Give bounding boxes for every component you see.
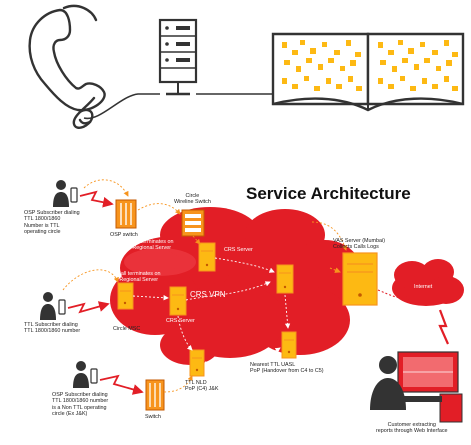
label-circle-wireline-switch: Circle Wireline Switch — [174, 193, 211, 206]
server-tower-icon — [117, 282, 134, 310]
diagram-title: Service Architecture — [246, 184, 411, 203]
server-tower-icon — [276, 264, 294, 294]
user1-to-switch-bolt — [79, 190, 114, 208]
label-call-terminates-regional-2: Call terminates on Regional Server — [117, 271, 161, 284]
label-ttl-subscriber: TTL Subscriber dialing TTL 1800/1860 num… — [24, 322, 81, 335]
label-ttl-nld: TTL NLD PoP (C4) J&K — [185, 380, 219, 393]
dashed-connectors — [62, 179, 348, 393]
user-with-phone-icon — [73, 361, 98, 388]
label-customer-reports: Customer extracting reports through Web … — [376, 422, 448, 435]
label-nearest-pop: Nearest TTL UASL PoP (Handover from C4 t… — [250, 362, 324, 375]
crs-vpn-cloud — [110, 207, 363, 365]
server-tower-icon — [198, 242, 216, 272]
label-switch: Switch — [145, 414, 161, 420]
top-connector-line — [83, 93, 160, 120]
crs-vpn-label: CRS VPN — [190, 290, 226, 299]
label-osp-switch: OSP switch — [110, 232, 138, 238]
open-book-icon — [271, 32, 465, 112]
cloud-flow-arrows — [132, 257, 291, 364]
internet-cloud-icon — [392, 259, 464, 306]
label-internet: Internet — [414, 284, 433, 290]
cloud-to-vas-arrow — [329, 267, 341, 273]
user-with-phone-icon — [40, 292, 66, 320]
circle-wireline-switch-rack-icon — [181, 209, 205, 237]
label-osp-subscriber-non-ttl: OSP Subscriber dialing TTL 1800/1860 num… — [52, 392, 109, 418]
lightning-bolt-icon — [438, 309, 450, 345]
vas-server-icon — [342, 252, 378, 306]
osp-switch-rack-icon — [115, 199, 137, 229]
label-circle-msc: Circle MSC — [113, 326, 141, 332]
server-tower-icon — [169, 286, 187, 316]
server-tower-icon — [281, 331, 297, 359]
cloud-highlight — [124, 248, 196, 276]
label-vas-server: VAS Server (Mumbai) Collects Calls Logs — [333, 238, 386, 251]
user2-to-msc-bolt — [67, 301, 110, 314]
switch-rack-icon — [145, 379, 165, 411]
label-osp-subscriber-ttl: OSP Subscriber dialing TTL 1800/1860 Num… — [24, 210, 80, 236]
server-tower-icon — [189, 349, 205, 377]
user-with-phone-icon — [53, 180, 78, 207]
label-call-terminates-regional-1: Call terminates on Regional Server — [130, 239, 174, 252]
server-icon — [158, 18, 198, 96]
desktop-computer-icon — [396, 351, 463, 423]
label-crs-server-top: CRS Server — [224, 247, 253, 253]
telephone-handset-icon — [28, 4, 106, 129]
customer-user-icon — [370, 356, 406, 410]
label-crs-server-mid: CRS Server — [166, 318, 195, 324]
user3-to-switch-bolt — [99, 374, 144, 395]
